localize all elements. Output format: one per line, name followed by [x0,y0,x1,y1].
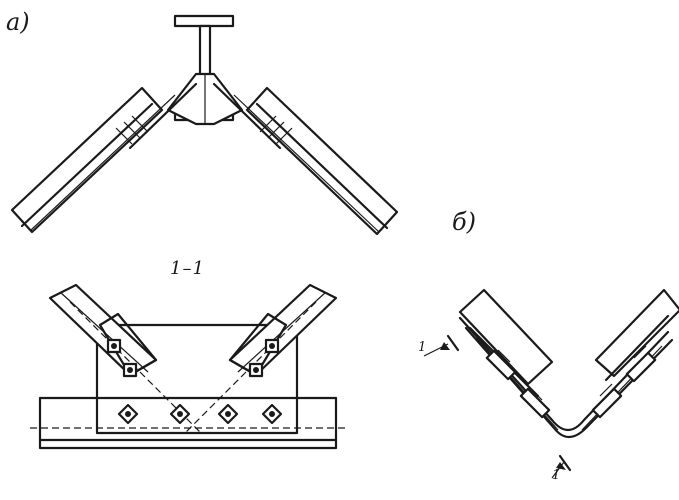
cut-markers [423,334,572,479]
right-angle-member [212,82,399,236]
section-left-member [48,283,201,433]
bottom-chord [30,396,346,450]
section-gusset-plate [95,323,299,435]
section-1-1-drawing [30,283,346,450]
view-a-label: а) [6,8,30,36]
chord-bolt-row [117,403,283,425]
left-angle-member [10,82,198,234]
view-a-drawing [10,14,399,236]
view-b-label: б) [452,208,477,236]
view-b-left-member [458,288,554,398]
view-b-fasteners [485,345,657,419]
view-b-right-member [594,288,679,382]
section-right-member [185,283,338,433]
cut-marker-bottom-label: 1 [552,468,561,483]
section-label: 1–1 [170,258,205,279]
view-b-drawing [423,288,679,479]
cut-marker-top-label: 1 [418,340,427,355]
